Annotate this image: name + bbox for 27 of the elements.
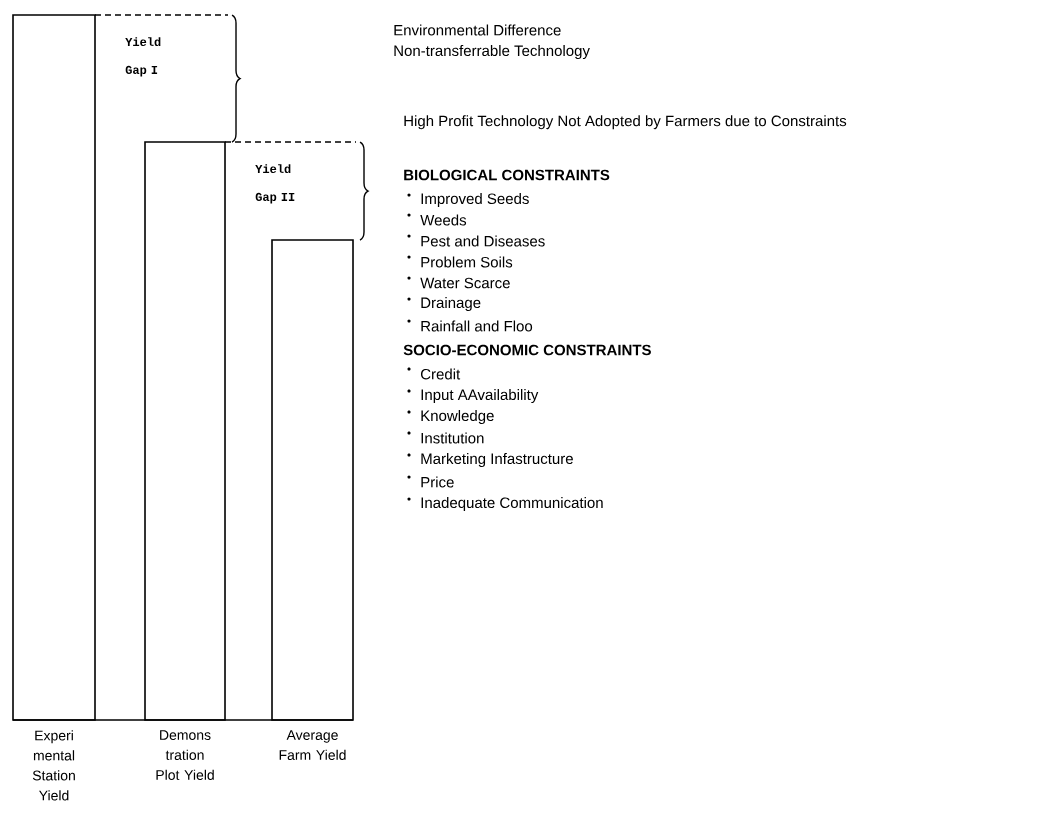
bullet-item: Water Scarce: [407, 276, 510, 289]
note-text: Environmental Difference: [394, 24, 561, 36]
note-text: Non-transferrable Technology: [394, 45, 590, 59]
bullet-item: Knowledge: [407, 410, 494, 424]
bullet-item: Input AAvailability: [407, 389, 539, 403]
note-text: High Profit Technology Not Adopted by Farmers due to Constraints: [404, 115, 847, 130]
bullet-item: Drainage: [407, 297, 481, 311]
bullet-item: Pest and Diseases: [407, 234, 545, 247]
bullet-item: Price: [407, 475, 454, 488]
bullet-item: Credit: [407, 367, 461, 380]
yield-bar: Experi mental Station Yield: [12, 14, 96, 801]
yield-gap-region: Yield Gap II: [224, 141, 369, 241]
node-label: Experi mental Station Yield: [32, 730, 75, 801]
node-label: Demons tration Plot Yield: [156, 730, 214, 780]
node-label: Average Farm Yield: [279, 730, 346, 760]
bullet-item: Problem Soils: [407, 255, 513, 268]
bullet-item: Marketing Infastructure: [407, 453, 573, 467]
bullet-item: Inadequate Communication: [407, 497, 603, 511]
bullet-item: Rainfall and Floo: [407, 319, 533, 332]
yield-gap-region: Yield Gap I: [94, 14, 241, 143]
bullet-item: Institution: [407, 431, 484, 444]
yield-bar: Demons tration Plot Yield: [144, 141, 226, 780]
yield-bar: Average Farm Yield: [271, 239, 354, 760]
bullet-item: Improved Seeds: [407, 193, 529, 207]
list-heading: SOCIO-ECONOMIC CONSTRAINTS: [403, 344, 651, 356]
bullet-item: Weeds: [407, 213, 467, 226]
list-heading: BIOLOGICAL CONSTRAINTS: [404, 169, 610, 181]
